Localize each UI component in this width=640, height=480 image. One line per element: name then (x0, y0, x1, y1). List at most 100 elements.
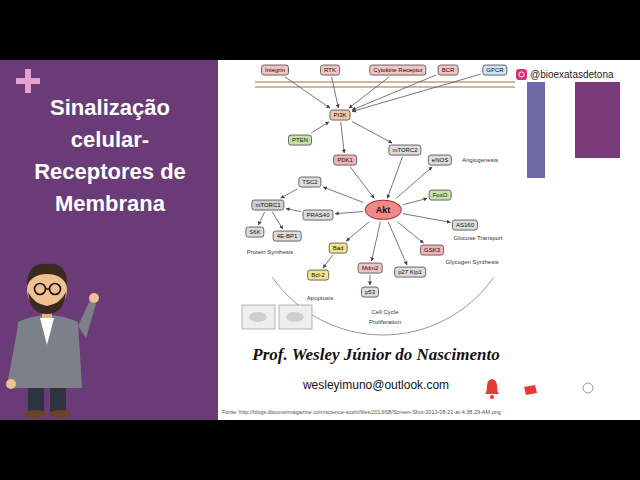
protein-box: GSK3 (420, 245, 444, 256)
node-label: Mdm2 (362, 265, 379, 272)
pathway-arrow (272, 212, 282, 229)
pathway-arrow (388, 222, 407, 265)
protein-box: p53 (361, 287, 379, 298)
pathway-arrow (335, 212, 363, 214)
node-label: AS160 (456, 222, 474, 229)
instagram-icon (516, 69, 527, 80)
protein-box: PI3K (329, 110, 350, 121)
node-label: S6K (249, 229, 260, 236)
node-label: GPCR (486, 67, 503, 74)
node-label: 4E-BP1 (277, 233, 298, 240)
node-label: Akt (376, 205, 391, 215)
social-handle: @bioexatasdetona (530, 69, 614, 80)
outcome-label: Protein Synthesis (247, 249, 294, 255)
protein-box: mTORC2 (388, 145, 421, 156)
purple-panel (0, 60, 218, 420)
label-holder: Proliferation (369, 319, 401, 325)
pathway-arrow (403, 198, 427, 204)
pathway-arrow (352, 74, 481, 111)
author-name: Prof. Wesley Júnior do Nascimento (252, 345, 499, 364)
pathway-arrow (372, 222, 381, 261)
label-holder: Glucose Transport (453, 235, 502, 241)
source-footnote: Fonte: http://blogs.discovermagazine.com… (222, 409, 501, 415)
bell-icon (485, 379, 499, 399)
pathway-arrow (341, 122, 344, 153)
protein-box: 4E-BP1 (273, 231, 302, 242)
node-label: p53 (365, 289, 375, 296)
protein-box: Mdm2 (358, 263, 383, 274)
professor-cartoon (6, 264, 99, 418)
slide-background (0, 60, 640, 420)
email-address: wesleyimuno@outlook.com (303, 378, 449, 392)
label-holder: @bioexatasdetona (530, 69, 614, 80)
protein-box: Cytokine Receptor (369, 65, 426, 76)
pathway-arrow (349, 77, 389, 108)
node-label: eNOS (432, 157, 448, 164)
label-holder: Protein Synthesis (247, 249, 294, 255)
pathway-outcome-arc (272, 277, 493, 335)
node-label: GSK3 (424, 247, 440, 254)
node-label: Integrin (265, 67, 285, 74)
protein-box: S6K (245, 227, 264, 238)
decor-block (575, 82, 620, 158)
pathway-arrow (258, 212, 264, 225)
label-holder: Apoptosis (307, 295, 333, 301)
label-holder: Prof. Wesley Júnior do Nascimento (252, 345, 499, 365)
protein-box: mTORC1 (251, 200, 284, 211)
pathway-arrow (397, 222, 423, 243)
plus-icon (16, 69, 40, 93)
node-label: PDK1 (337, 157, 353, 164)
pathway-arrow (396, 167, 432, 198)
grey-ring (583, 383, 593, 393)
outcome-label: Glucose Transport (453, 235, 502, 241)
title-text: Sinalização celular- Receptores de Membr… (34, 95, 186, 216)
protein-box: AS160 (452, 220, 478, 231)
node-label: PI3K (333, 112, 346, 119)
protein-box: PRAS40 (302, 210, 333, 221)
node-label: BCR (442, 67, 455, 74)
outcome-label: Apoptosis (307, 295, 333, 301)
outcome-label: Proliferation (369, 319, 401, 325)
label-holder: Glycogen Synthesis (445, 259, 498, 265)
node-label: Bcl-2 (311, 272, 325, 279)
pathway-arrow (403, 214, 451, 223)
node-label: TSC2 (302, 179, 317, 186)
red-mark (524, 385, 537, 395)
label-holder: wesleyimuno@outlook.com (303, 378, 449, 392)
inset-key-boxes (242, 305, 312, 329)
pathway-arrow (323, 187, 363, 202)
decor-bar (527, 82, 545, 178)
pathway-arrow (281, 189, 298, 198)
label-holder: Fonte: http://blogs.discovermagazine.com… (222, 409, 501, 415)
node-label: mTORC1 (255, 202, 280, 209)
pathway-arrow (346, 222, 369, 241)
label-holder: Angiogenesis (462, 157, 498, 163)
protein-box: TSC2 (298, 177, 321, 188)
outcome-label: Cell Cycle (371, 309, 398, 315)
label-holder: Cell Cycle (371, 309, 398, 315)
pathway-arrow (352, 75, 436, 110)
outcome-label: Glycogen Synthesis (445, 259, 498, 265)
pathway-arrow (352, 121, 392, 143)
node-label: PTEN (292, 137, 308, 144)
protein-box: Integrin (261, 65, 289, 76)
node-label: Cytokine Receptor (373, 67, 422, 74)
node-label: PRAS40 (306, 212, 329, 219)
protein-box: eNOS (428, 155, 452, 166)
pathway-arrow (286, 209, 301, 212)
protein-box: p27 Kip1 (394, 267, 426, 278)
pathway-arrow (332, 77, 339, 108)
protein-box: RTK (320, 65, 340, 76)
node-label: FoxO (433, 192, 448, 199)
protein-box: BCR (438, 65, 459, 76)
outcome-label: Angiogenesis (462, 157, 498, 163)
protein-box: GPCR (482, 65, 507, 76)
node-label: mTORC2 (392, 147, 417, 154)
pathway-arrow (387, 157, 402, 198)
node-label: RTK (324, 67, 336, 74)
pathway-arrow (323, 255, 333, 268)
hub-ellipse: Akt (365, 200, 402, 220)
node-label: p27 Kip1 (398, 269, 422, 276)
